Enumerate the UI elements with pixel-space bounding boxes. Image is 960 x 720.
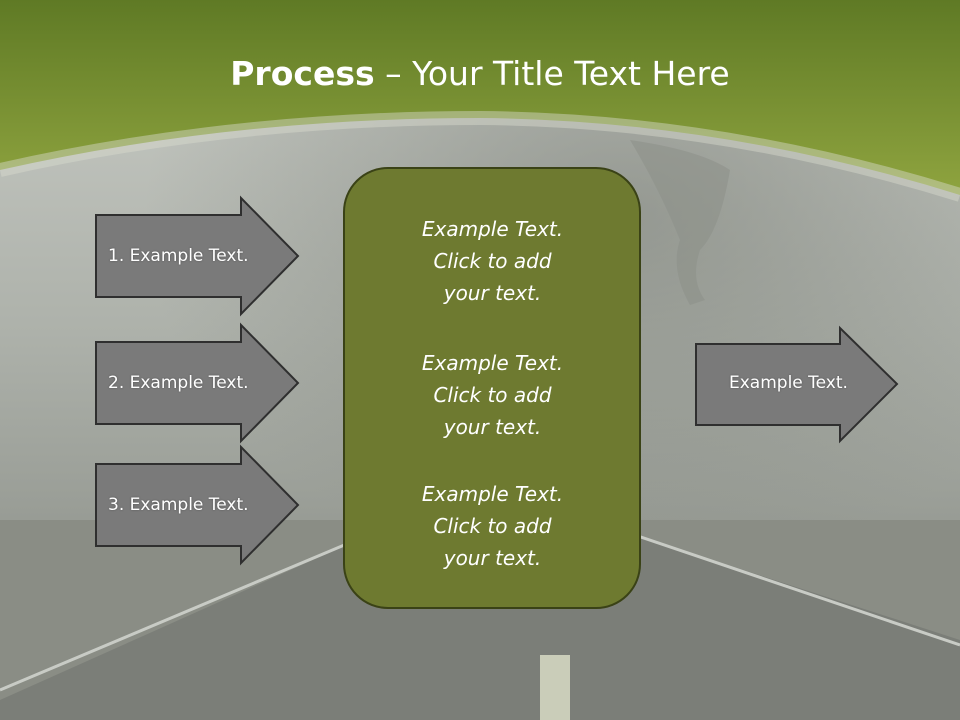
output-arrow[interactable] xyxy=(695,325,899,444)
center-line: Example Text. xyxy=(421,482,564,506)
center-paragraph-1: Example Text. Click to add your text. xyxy=(345,213,640,309)
input-arrow-label-2: 2. Example Text. xyxy=(108,373,249,393)
input-arrow-1[interactable] xyxy=(95,195,300,317)
center-line: Click to add xyxy=(433,514,552,538)
center-box[interactable] xyxy=(343,167,641,609)
center-line: Click to add xyxy=(433,249,552,273)
center-line: Click to add xyxy=(433,383,552,407)
input-arrow-label-1: 1. Example Text. xyxy=(108,246,249,266)
output-arrow-label: Example Text. xyxy=(729,373,848,393)
center-line: Example Text. xyxy=(421,217,564,241)
center-paragraph-2: Example Text. Click to add your text. xyxy=(345,347,640,443)
title-bold: Process xyxy=(230,54,375,93)
input-arrow-label-3: 3. Example Text. xyxy=(108,495,249,515)
input-arrow-3[interactable] xyxy=(95,444,300,566)
slide-title: Process – Your Title Text Here xyxy=(0,52,960,96)
center-line: your text. xyxy=(443,415,542,439)
center-paragraph-3: Example Text. Click to add your text. xyxy=(345,478,640,574)
input-arrow-2[interactable] xyxy=(95,322,300,444)
center-line: your text. xyxy=(443,546,542,570)
center-line: your text. xyxy=(443,281,542,305)
center-line: Example Text. xyxy=(421,351,564,375)
title-rest: – Your Title Text Here xyxy=(374,54,730,93)
